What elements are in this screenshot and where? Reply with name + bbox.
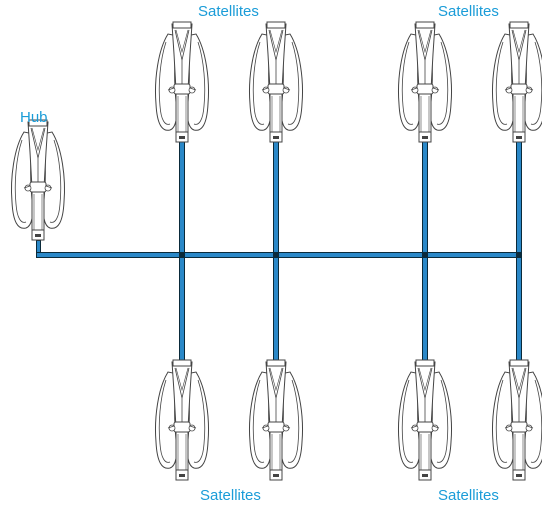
satellite-charger-icon	[398, 359, 452, 481]
satellite-charger-icon	[398, 21, 452, 143]
satellite-charger-icon	[492, 21, 542, 143]
satellite-charger-icon	[249, 359, 303, 481]
hub-charger-icon	[11, 119, 65, 241]
cable-hub	[36, 240, 41, 257]
satellite-charger-icon	[155, 21, 209, 143]
hub-label: Hub	[20, 109, 48, 126]
satellite-charger-icon	[155, 359, 209, 481]
satellites-label-top-right: Satellites	[438, 3, 499, 20]
cable-network	[36, 140, 522, 366]
satellite-charger-icon	[492, 359, 542, 481]
satellites-label-top-left: Satellites	[198, 3, 259, 20]
satellite-charger-icon	[249, 21, 303, 143]
satellites-label-bottom-left: Satellites	[200, 487, 261, 504]
satellites-label-bottom-right: Satellites	[438, 487, 499, 504]
